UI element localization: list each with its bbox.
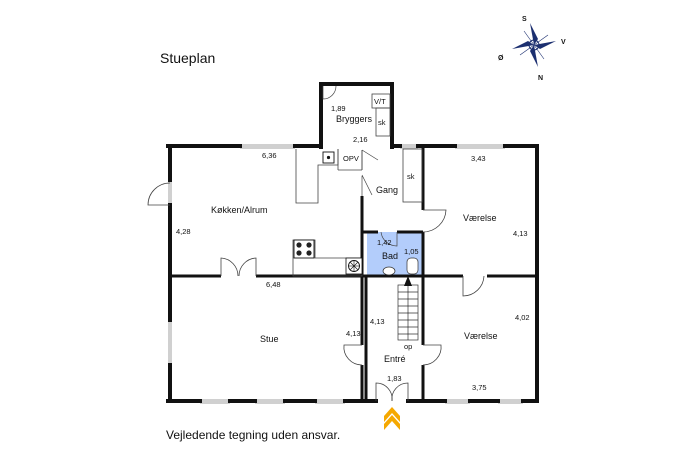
dim-koekken-depth: 4,28 [176,227,191,236]
door-koekken-stue-right [238,257,257,277]
dim-bryggers-depth: 1,89 [331,104,346,113]
window-vaerelse-bottom-2 [498,399,523,404]
dim-vaerelse-bottom-width: 3,75 [472,383,487,392]
window-koekken-left [168,180,172,205]
dim-stue-depth: 4,13 [346,329,361,338]
door-vaerelse-top [422,209,447,233]
door-vaerelse-entre [422,344,442,366]
fan-icon [345,257,363,275]
dim-bryggers-width: 2,16 [353,135,368,144]
room-label-koekken: Køkken/Alrum [211,205,268,215]
dim-vaerelse-top-width: 3,43 [471,154,486,163]
door-koekken-exterior [147,182,171,206]
window-vaerelse-bottom-1 [445,399,470,404]
room-label-vaerelse-top: Værelse [463,213,497,223]
stair-arrow-icon [404,276,412,286]
room-label-entre: Entré [384,354,406,364]
dim-entre-depth: 4,13 [370,317,385,326]
room-label-bad: Bad [382,251,398,261]
compass-label-o: Ø [498,55,504,62]
dim-vaerelse-top-depth: 4,13 [513,229,528,238]
room-label-bryggers: Bryggers [336,114,373,124]
window-stue-bottom-3 [315,399,345,404]
compass-label-n: N [538,75,543,82]
door-gang-koekken [361,174,373,196]
dim-entre-width: 1,83 [387,374,402,383]
dim-bad-depth: 1,05 [404,247,419,256]
wall-bryggers [319,82,394,149]
label-sk-bryggers: sk [378,118,386,127]
dim-bad-width: 1,42 [377,238,392,247]
room-label-stue: Stue [260,334,279,344]
page-title: Stueplan [160,50,216,66]
door-front-left [375,382,393,402]
disclaimer: Vejledende tegning uden ansvar. [166,428,341,442]
doors [147,149,485,402]
bryggers-fixtures [322,85,391,137]
dim-stue-width: 6,48 [266,280,281,289]
door-stue [343,344,363,366]
label-vt: V/T [374,97,386,106]
window-stue-bottom-2 [255,399,285,404]
label-sk-gang: sk [407,172,415,181]
dim-koekken-width: 6,36 [262,151,277,160]
stove-icon [293,239,315,259]
window-bryggers [400,144,418,149]
door-vaerelse-bottom [462,275,485,297]
compass-rose [512,23,556,67]
exterior-walls [166,82,539,403]
door-koekken-stue-left [220,257,239,277]
door-gang-bryggers [361,149,379,170]
compass-label-s: S [522,16,527,23]
window-vaerelse-top [455,144,505,149]
compass-label-v: V [561,39,566,46]
window-koekken-top [240,144,295,149]
label-op: op [404,342,412,351]
bathroom-fixtures [382,257,419,276]
dim-vaerelse-bottom-depth: 4,02 [515,313,530,322]
label-opv: OPV [343,154,359,163]
gang-closet [402,148,423,203]
door-bad [380,231,398,247]
window-stue-left [168,320,172,365]
windows [168,144,523,404]
entrance-arrow-icon [384,407,400,430]
sink-icon [322,151,335,164]
room-label-gang: Gang [376,185,398,195]
door-front-right [391,382,409,402]
room-label-vaerelse-bottom: Værelse [464,331,498,341]
window-stue-bottom-1 [200,399,230,404]
